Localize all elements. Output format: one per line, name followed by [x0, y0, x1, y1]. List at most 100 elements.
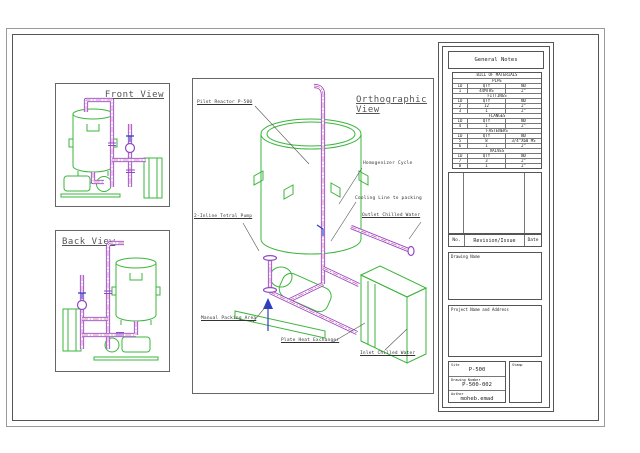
bom-cell: 12	[467, 104, 505, 108]
bom-cell: 1	[467, 109, 505, 113]
revision-table-header: No. Revision/Issue Date	[448, 234, 542, 247]
annotation-plate-heat-exchanger: Plate Heat Exchanger	[281, 338, 340, 343]
annotation-outlet-chilled-water: Outlet Chilled Water	[362, 213, 421, 218]
bom-cell: 2"	[505, 89, 541, 93]
annotation-cooling-line: Cooling Line to packing	[355, 196, 422, 201]
bom-cell: 5	[458, 139, 462, 143]
bom-cell: 1	[467, 144, 505, 148]
back-view-drawing	[62, 240, 161, 361]
bom-col-id: ID	[457, 119, 463, 123]
revision-no-label: No.	[452, 238, 461, 243]
back-view-panel: Back View	[55, 230, 170, 372]
bom-section-row: FASTENERS	[453, 128, 541, 133]
bom-section-name: PIPE	[492, 79, 502, 83]
site-row: Site P-500	[449, 362, 505, 376]
drawing-number-value: P-500-002	[462, 382, 492, 388]
drawing-number-row: Drawing Number P-500-002	[449, 376, 505, 390]
annotation-manual-packing-area: Manual Packing Area	[201, 316, 257, 321]
bom-section-name: FASTENERS	[486, 129, 508, 133]
drawing-name-box: Drawing Name	[448, 252, 542, 300]
bom-col-id: ID	[457, 134, 463, 138]
bom-cell: 7	[458, 159, 462, 163]
site-label: Site	[451, 362, 460, 367]
annotation-inlet-chilled-water: Inlet Chilled Water	[360, 351, 416, 356]
bom-section-name: VALVES	[489, 149, 505, 153]
bom-col-nd: ND	[505, 154, 541, 158]
bom-col-id: ID	[457, 99, 463, 103]
bom-col-nd: ND	[505, 99, 541, 103]
front-view-panel: Front View	[55, 83, 170, 207]
orthographic-view-title: Orthographic View	[356, 95, 428, 115]
bom-col-qty: QTY	[467, 99, 505, 103]
annotation-homogenizer-cycle: Homogenizer Cycle	[363, 161, 413, 166]
bom-cell: 2"	[505, 159, 541, 163]
author-value: moheb.emad	[460, 396, 494, 402]
bom-cell: 2	[458, 104, 462, 108]
bom-col-id: ID	[457, 154, 463, 158]
bom-cell: 1	[467, 124, 505, 128]
stamp-label: Stamp	[512, 363, 523, 367]
bom-cell: 3	[467, 159, 505, 163]
revision-date-label: Date	[524, 235, 541, 246]
front-view-title: Front View	[104, 90, 164, 100]
bom-cell: 3/4"X60 MS	[505, 139, 541, 143]
revision-col-divider	[524, 173, 525, 233]
inner-frame	[12, 34, 599, 421]
revision-issue-label: Revision/Issue	[464, 235, 524, 246]
author-label: Author	[451, 391, 464, 396]
general-notes-label: General Notes	[474, 57, 518, 63]
bom-col-nd: ND	[505, 134, 541, 138]
bom-section-row: VALVES	[453, 148, 541, 153]
annotation-pilot-reactor: Pilot Reactor P-500	[197, 100, 253, 105]
bom-cell: 2"	[505, 144, 541, 148]
orthographic-view-drawing	[234, 83, 428, 364]
author-row: Author moheb.emad	[449, 390, 505, 404]
bom-section-name: FITTINGS	[487, 94, 507, 98]
bom-section-name: FLANGES	[488, 114, 506, 118]
orthographic-view-panel: Orthographic View	[192, 78, 434, 394]
bom-cell: 2"	[505, 104, 541, 108]
site-value: P-500	[468, 367, 486, 373]
stamp-box: Stamp	[509, 361, 542, 403]
bom-col-qty: QTY	[467, 119, 505, 123]
bom-section-row: FITTINGS	[453, 93, 541, 98]
bom-cell: 4	[458, 124, 462, 128]
sheet-info-block: Site P-500 Drawing Number P-500-002 Auth…	[448, 361, 506, 403]
bom-section-row: FLANGES	[453, 113, 541, 118]
bom-col-nd: ND	[505, 84, 541, 88]
bom-cell: 6	[458, 144, 462, 148]
bom-cell: 1	[458, 89, 462, 93]
outer-frame	[6, 28, 605, 427]
bom-cell: 2"	[505, 124, 541, 128]
back-view-title: Back View	[62, 237, 116, 247]
bom-section-row: PIPE	[453, 78, 541, 83]
drawing-number-label: Drawing Number	[451, 377, 481, 382]
bom-cell: 1	[467, 164, 505, 168]
annotation-inline-pump: 2-Inline Tetral Pump	[194, 214, 253, 219]
bom-col-qty: QTY	[467, 154, 505, 158]
bom-col-id: ID	[457, 84, 463, 88]
bom-col-qty: QTY	[467, 84, 505, 88]
project-box: Project Name and Address	[448, 305, 542, 357]
bom-cell: 3	[458, 109, 462, 113]
bom-col-qty: QTY	[467, 134, 505, 138]
bom-cell: 44MTRS	[467, 89, 505, 93]
bom-col-nd: ND	[505, 119, 541, 123]
bom-cell: 8	[458, 164, 462, 168]
front-view-drawing	[60, 97, 163, 199]
